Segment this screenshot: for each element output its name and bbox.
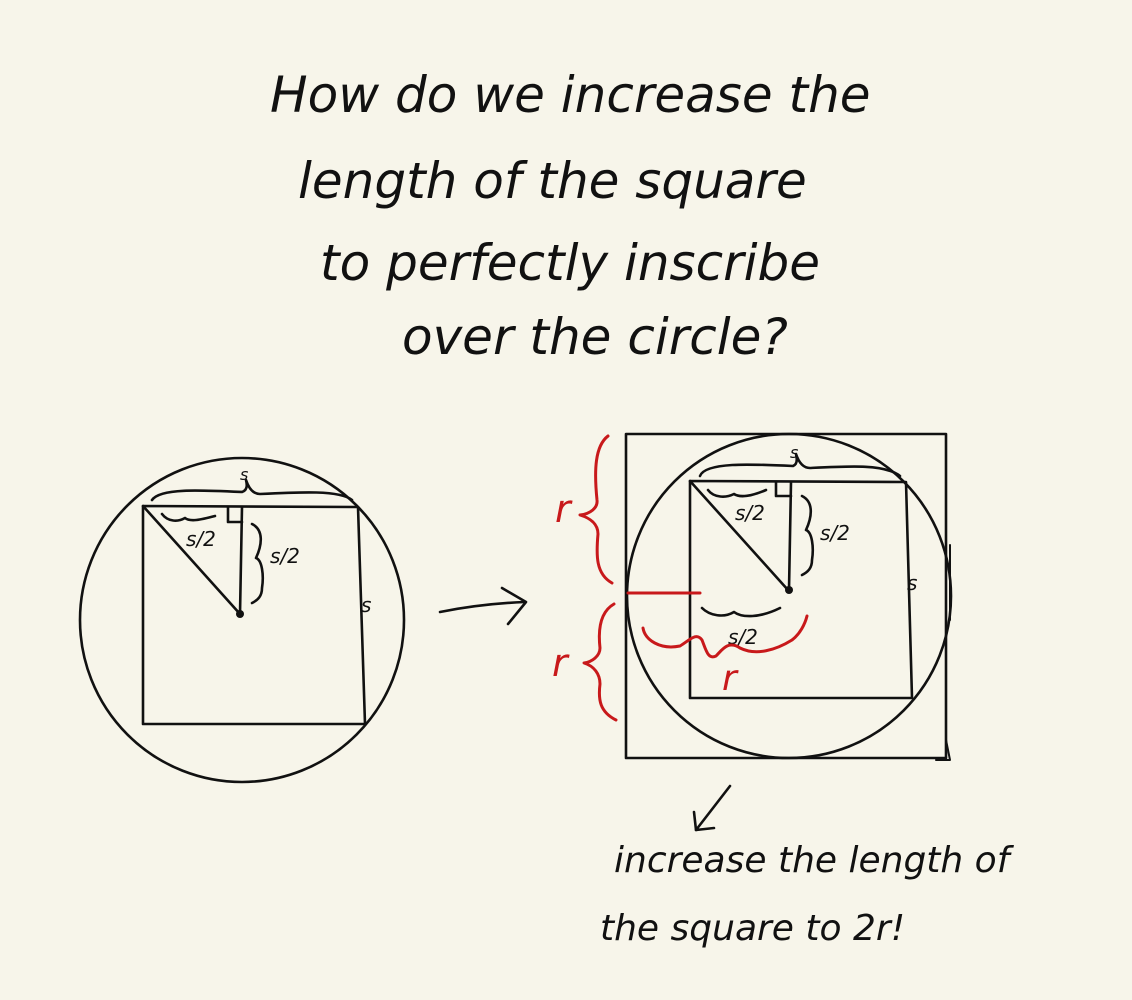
answer-pointer-arrow [692,784,732,832]
left-diagonal [141,504,242,616]
left-vertical-brace [250,522,265,605]
pointer-head [692,810,716,832]
question-line-2: length of the square [298,152,807,210]
answer-line-2: the square to 2r! [600,908,905,949]
question-text: How do we increase the length of the squ… [270,66,871,366]
question-line-1: How do we increase the [270,66,871,124]
right-diagonal [688,479,790,592]
left-center-dot [236,610,244,618]
right-vertical-half [787,480,793,592]
right-outer-corner-mark [935,739,951,761]
left-half-label-vertical: s/2 [270,544,300,568]
right-side-label-top: s [790,443,798,462]
right-circle [625,432,953,760]
answer-line-1: increase the length of [614,840,1015,881]
arrow-shaft [438,600,527,614]
right-top-brace [698,452,902,478]
transform-arrow [438,586,528,626]
left-half-brace [160,512,217,522]
right-inner-square [688,479,914,700]
pointer-shaft [694,784,732,832]
arrow-head [500,586,528,626]
right-half-label-vertical: s/2 [820,521,850,545]
left-inscribed-square [141,504,367,726]
red-diagonal-brace [641,614,809,659]
right-figure: s s/2 s/2 s s/2 r r r [552,432,953,761]
right-center-dot [785,586,793,594]
right-half-label: s/2 [735,501,765,525]
right-lower-half-brace [700,606,782,618]
left-side-label-right: s [361,593,371,617]
left-right-angle-mark [226,505,244,524]
question-line-3: to perfectly inscribe [320,234,820,292]
left-circle [78,456,406,784]
right-side-label-right: s [907,571,917,595]
red-lower-brace [582,602,618,722]
right-right-angle-mark [774,480,793,498]
red-upper-brace [578,434,614,585]
red-radius-label-lower: r [552,641,570,685]
left-figure: s s/2 s/2 s [78,456,406,784]
right-vertical-brace [800,494,815,577]
question-line-4: over the circle? [402,308,788,366]
answer-text: increase the length of the square to 2r! [600,840,1015,949]
left-vertical-half [238,505,244,616]
red-radius-label-upper: r [555,487,573,531]
right-half-brace [706,488,768,498]
red-radius-label-diagonal: r [722,658,739,699]
left-top-brace [150,478,354,502]
left-half-label: s/2 [186,527,216,551]
left-side-label-top: s [240,465,248,484]
